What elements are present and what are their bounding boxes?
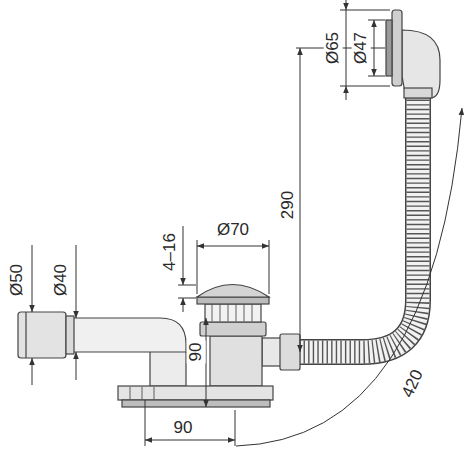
dimension-lines <box>32 0 462 446</box>
width-dimension: 90 <box>172 419 195 438</box>
length-dimension: 290 <box>279 189 298 221</box>
range-dimension: 4–16 <box>161 231 180 273</box>
drain-body <box>18 285 300 408</box>
diameter-dimension: Ø70 <box>215 221 251 240</box>
flexible-hose <box>300 95 418 352</box>
height-dimension: 90 <box>187 341 206 364</box>
diameter-dimension: Ø65 <box>324 30 343 66</box>
hose-length-dimension: 420 <box>398 365 428 402</box>
diameter-dimension: Ø50 <box>8 262 27 298</box>
overflow-head <box>386 10 440 98</box>
diameter-dimension: Ø47 <box>352 30 371 66</box>
diameter-dimension: Ø40 <box>52 262 71 298</box>
